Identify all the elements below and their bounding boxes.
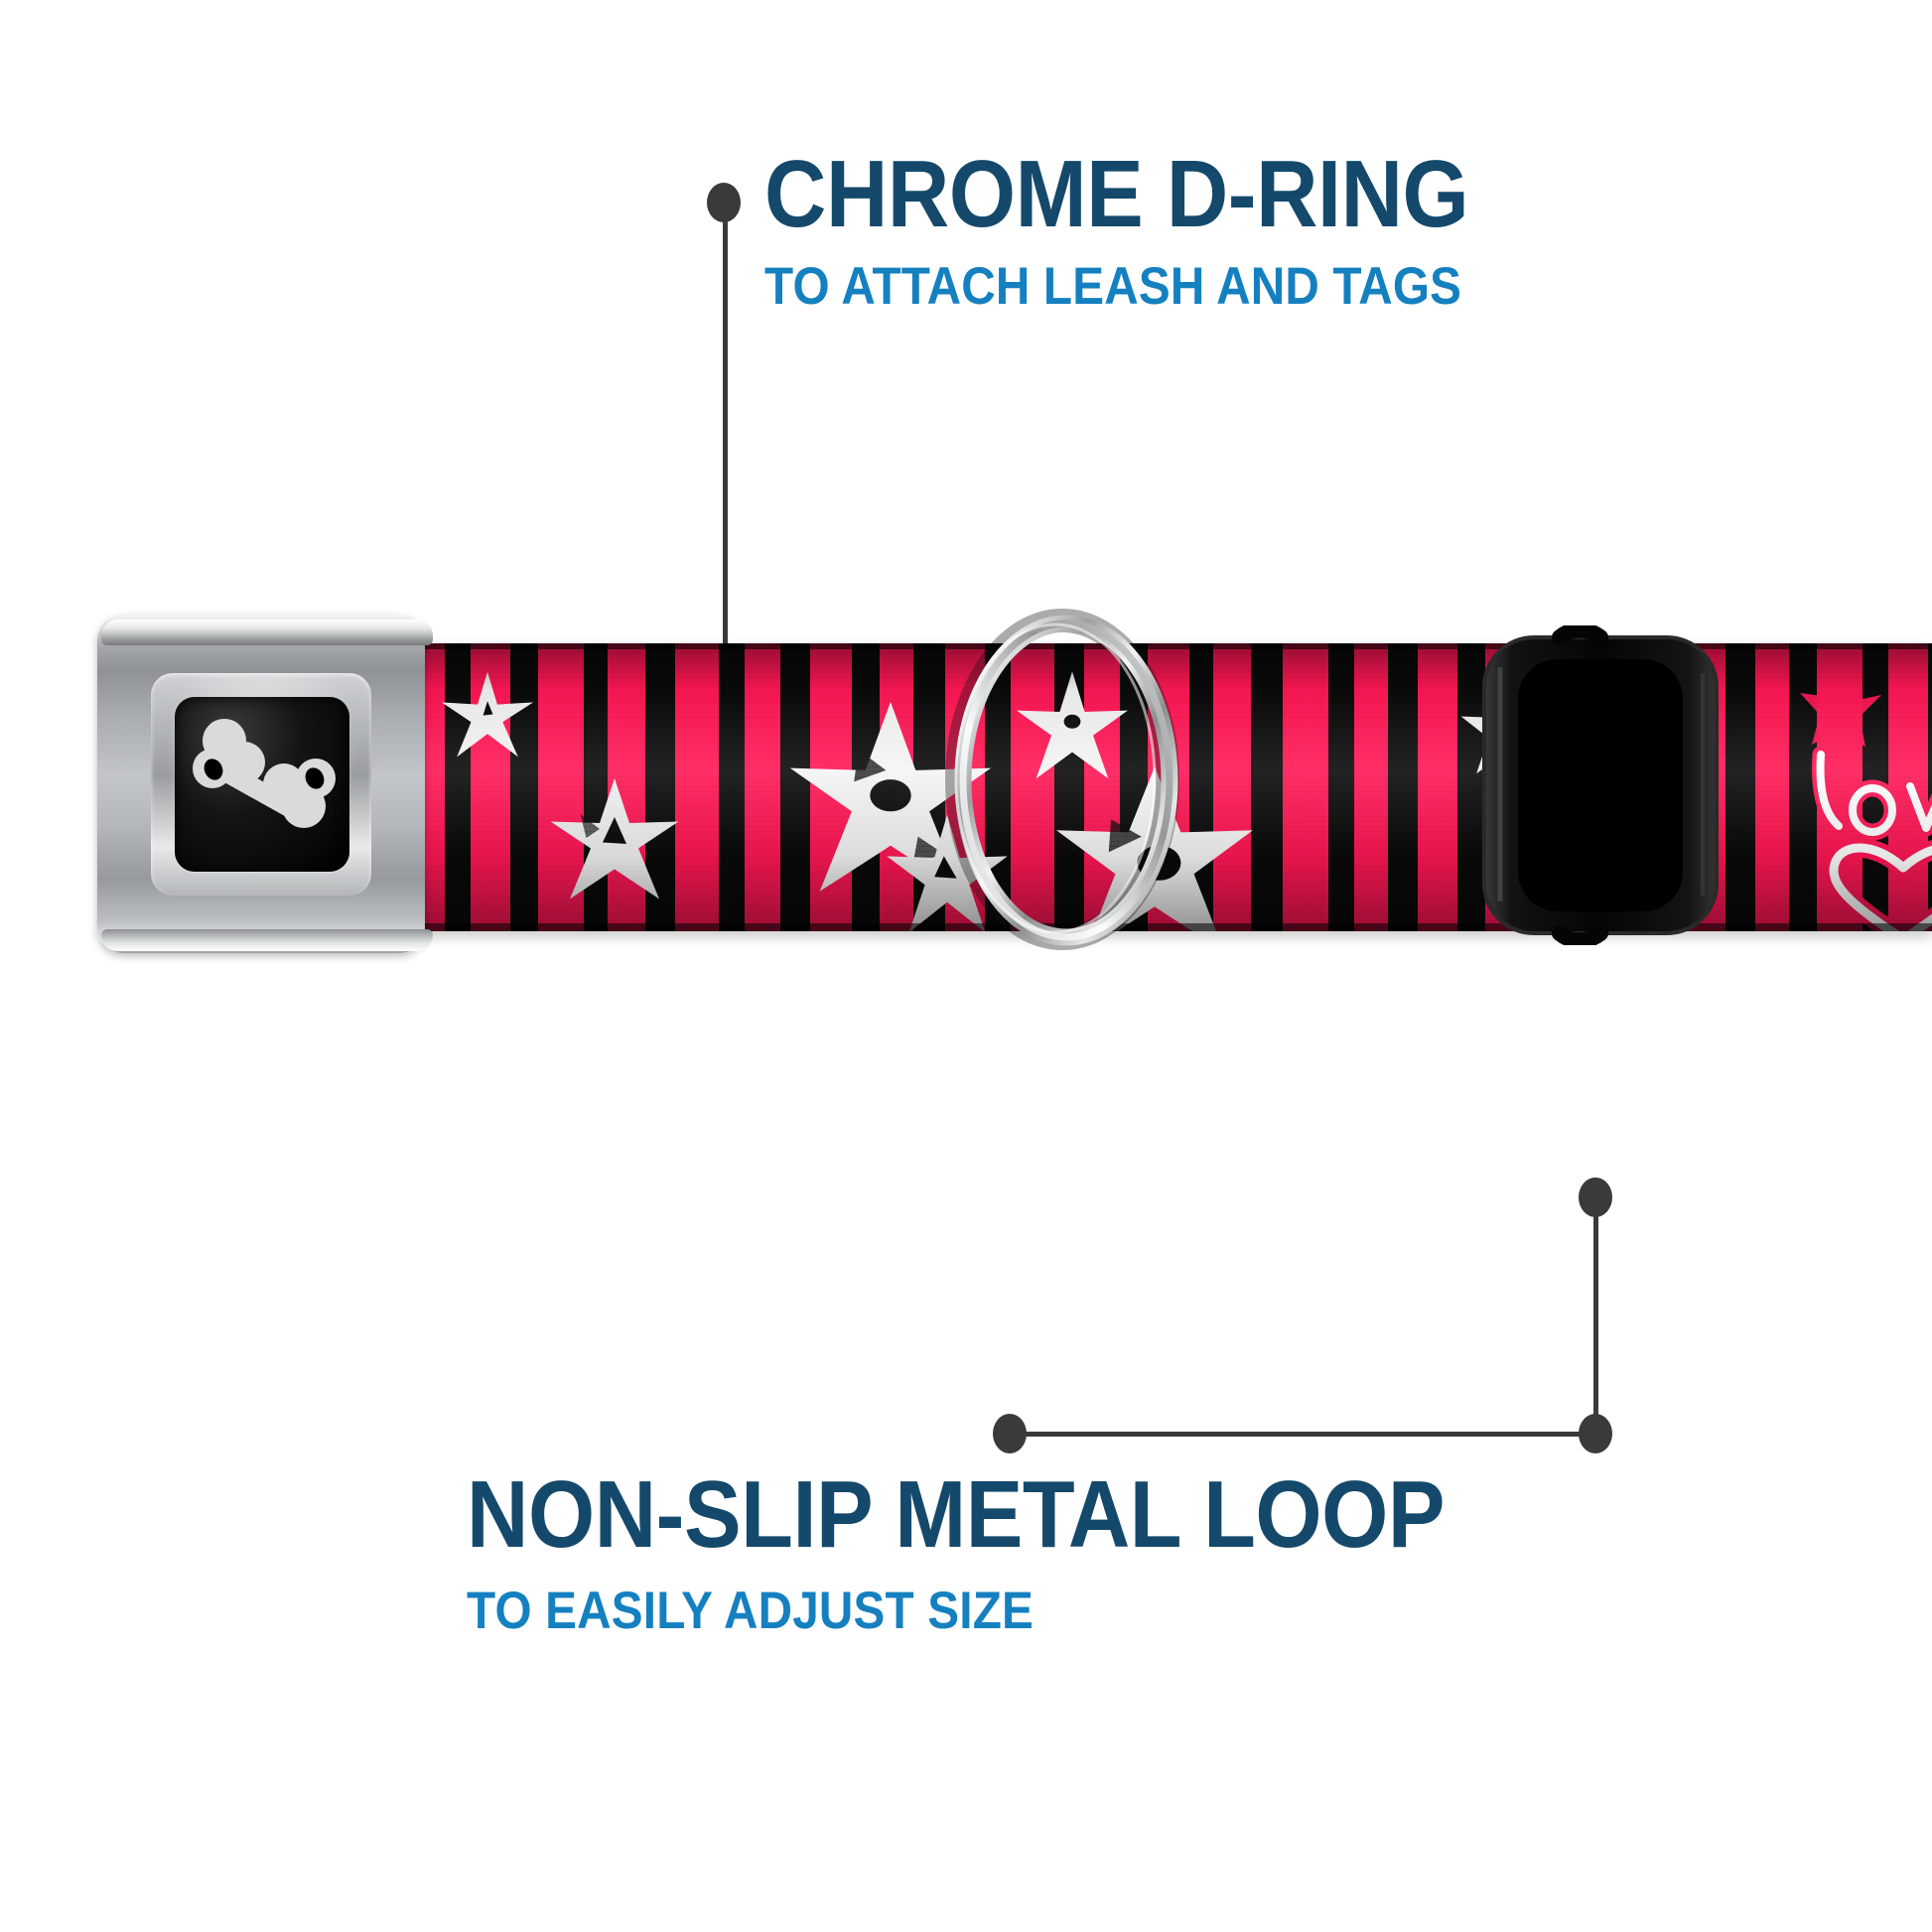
- leader-line-loop-horizontal: [1011, 1432, 1596, 1437]
- heart-motif: [1824, 838, 1932, 931]
- stripe: [675, 643, 719, 931]
- leader-dot-dring-top: [707, 183, 741, 222]
- dog-bone-icon: [193, 719, 336, 828]
- star-motif: [1017, 671, 1128, 779]
- product-photo-dog-collar: [0, 596, 1932, 1191]
- buckle-black-inset: [175, 697, 349, 872]
- chrome-seatbelt-buckle: [97, 616, 433, 953]
- callout-chrome-d-ring: CHROME D-RING TO ATTACH LEASH AND TAGS: [764, 141, 1547, 317]
- callout-headline-non-slip-metal-loop: NON-SLIP METAL LOOP: [467, 1461, 1446, 1568]
- star-motif: [887, 814, 1008, 931]
- stripe: [1213, 643, 1251, 931]
- stripe: [1418, 643, 1457, 931]
- stripe: [745, 643, 780, 931]
- callout-subline-non-slip-metal-loop: TO EASILY ADJUST SIZE: [467, 1582, 1035, 1641]
- stripe: [1283, 643, 1328, 931]
- star-motif: [441, 671, 534, 758]
- stripe: [1755, 643, 1789, 931]
- star-motif: [550, 778, 679, 899]
- stripe: [538, 643, 584, 931]
- leader-line-dring-vertical: [723, 199, 728, 766]
- stripe: [1354, 643, 1388, 931]
- star-motif: [1800, 671, 1881, 747]
- leader-line-loop-vertical: [1593, 1195, 1598, 1434]
- callout-non-slip-metal-loop: NON-SLIP METAL LOOP TO EASILY ADJUST SIZ…: [467, 1461, 1554, 1641]
- love-script-motif: [1812, 746, 1932, 841]
- strap-top-edge: [393, 643, 1932, 649]
- leader-dot-loop-end: [993, 1414, 1027, 1453]
- chrome-d-ring: [945, 609, 1179, 950]
- stripe: [1011, 643, 1054, 931]
- callout-subline-chrome-d-ring: TO ATTACH LEASH AND TAGS: [764, 257, 1462, 317]
- non-slip-metal-loop: [1482, 625, 1719, 945]
- callout-headline-chrome-d-ring: CHROME D-RING: [764, 141, 1469, 247]
- strap-bottom-edge: [393, 923, 1932, 931]
